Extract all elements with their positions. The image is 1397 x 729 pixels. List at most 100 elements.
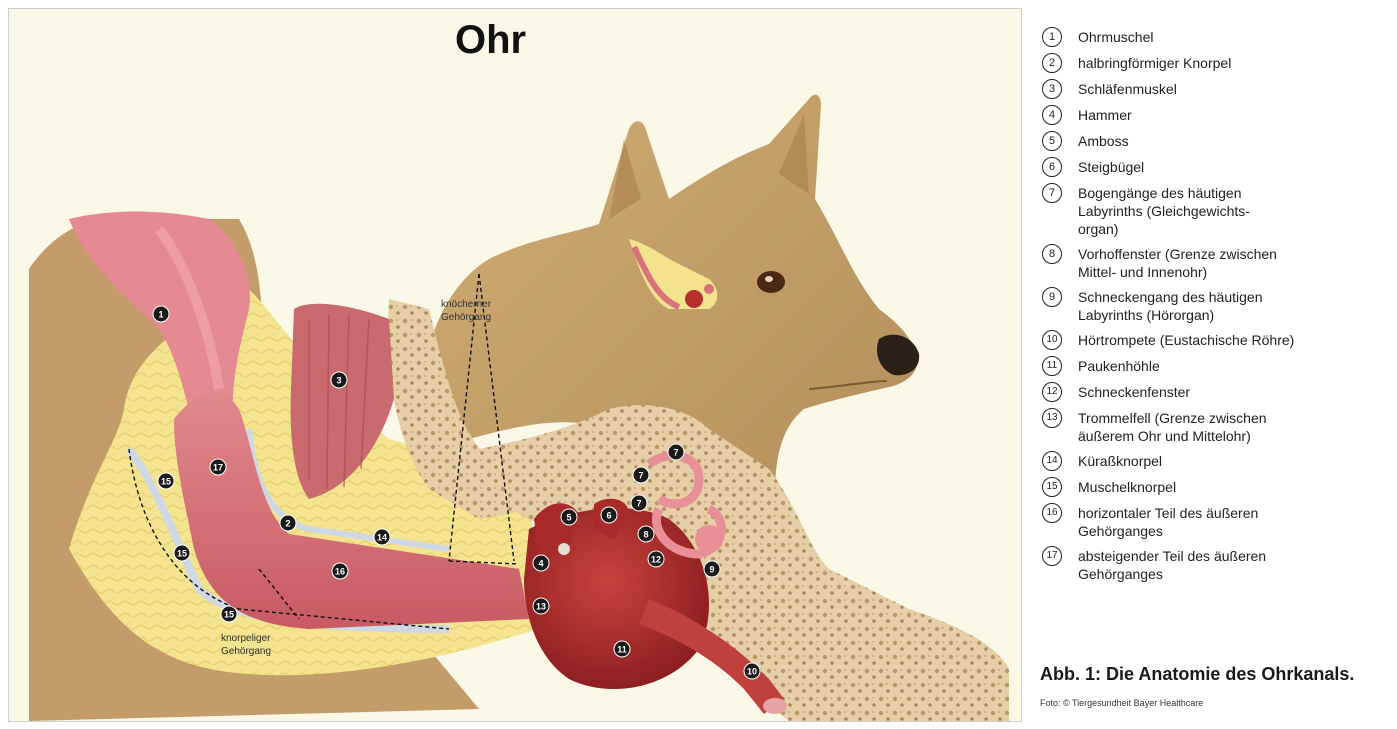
legend-item: 8 Vorhoffenster (Grenze zwischen Mittel- …: [1042, 245, 1392, 281]
marker-11: 11: [614, 641, 630, 657]
legend-number: 10: [1042, 330, 1062, 350]
bony-canal-label-2: Gehörgang: [441, 312, 491, 323]
marker-label: 15: [224, 610, 234, 620]
legend-item: 7 Bogengänge des häutigen Labyrinths (Gle…: [1042, 184, 1392, 238]
marker-16: 16: [332, 563, 348, 579]
photo-credit: Foto: © Tiergesundheit Bayer Healthcare: [1040, 698, 1203, 708]
legend-number: 16: [1042, 503, 1062, 523]
figure-caption: Abb. 1: Die Anatomie des Ohrkanals.: [1040, 664, 1354, 685]
legend-item: 9 Schneckengang des häutigen Labyrinths (…: [1042, 288, 1392, 324]
marker-label: 15: [161, 477, 171, 487]
cartilage-canal-label-1: knorpeliger: [221, 633, 271, 644]
legend-item: 10 Hörtrompete (Eustachische Röhre): [1042, 331, 1392, 350]
legend: 1Ohrmuschel2halbringförmiger Knorpel3Sch…: [1042, 28, 1392, 590]
legend-number: 1: [1042, 27, 1062, 47]
legend-item: 13 Trommelfell (Grenze zwischen äußerem O…: [1042, 409, 1392, 445]
legend-text: Schneckengang des häutigen Labyrinths (H…: [1078, 288, 1262, 324]
legend-text: absteigender Teil des äußeren Gehörgange…: [1078, 547, 1266, 583]
marker-label: 17: [213, 463, 223, 473]
legend-number: 5: [1042, 131, 1062, 151]
marker-7: 7: [668, 444, 684, 460]
legend-item: 15 Muschelknorpel: [1042, 478, 1392, 497]
legend-text: Trommelfell (Grenze zwischen äußerem Ohr…: [1078, 409, 1267, 445]
legend-number: 12: [1042, 382, 1062, 402]
ear-anatomy-illustration: knöcherner Gehörgang knorpeliger Gehörga…: [9, 9, 1021, 721]
legend-text: Vorhoffenster (Grenze zwischen Mittel- u…: [1078, 245, 1277, 281]
legend-item: 11 Paukenhöhle: [1042, 357, 1392, 376]
marker-label: 14: [377, 533, 387, 543]
marker-15: 15: [174, 545, 190, 561]
legend-text: Küraßknorpel: [1078, 452, 1162, 470]
marker-label: 12: [651, 555, 661, 565]
page-title: Ohr: [455, 18, 526, 63]
legend-text: Amboss: [1078, 132, 1129, 150]
marker-10: 10: [744, 663, 760, 679]
marker-label: 11: [617, 645, 627, 655]
legend-text: Hammer: [1078, 106, 1132, 124]
legend-number: 4: [1042, 105, 1062, 125]
legend-number: 9: [1042, 287, 1062, 307]
marker-label: 16: [335, 567, 345, 577]
marker-3: 3: [331, 372, 347, 388]
legend-number: 2: [1042, 53, 1062, 73]
marker-label: 7: [638, 471, 643, 481]
marker-label: 13: [536, 602, 546, 612]
legend-number: 8: [1042, 244, 1062, 264]
legend-item: 12 Schneckenfenster: [1042, 383, 1392, 402]
legend-number: 15: [1042, 477, 1062, 497]
legend-item: 3 Schläfenmuskel: [1042, 80, 1392, 99]
legend-item: 5 Amboss: [1042, 132, 1392, 151]
marker-17: 17: [210, 459, 226, 475]
legend-text: Muschelknorpel: [1078, 478, 1176, 496]
marker-label: 5: [566, 513, 571, 523]
marker-label: 7: [636, 499, 641, 509]
marker-label: 7: [673, 448, 678, 458]
legend-text: Steigbügel: [1078, 158, 1144, 176]
marker-label: 6: [606, 511, 611, 521]
marker-label: 4: [538, 559, 543, 569]
illustration-frame: knöcherner Gehörgang knorpeliger Gehörga…: [8, 8, 1022, 722]
marker-14: 14: [374, 529, 390, 545]
marker-label: 10: [747, 667, 757, 677]
bony-canal-label-1: knöcherner: [441, 299, 492, 310]
marker-label: 3: [336, 376, 341, 386]
marker-9: 9: [704, 561, 720, 577]
legend-number: 17: [1042, 546, 1062, 566]
marker-13: 13: [533, 598, 549, 614]
marker-label: 9: [709, 565, 714, 575]
marker-12: 12: [648, 551, 664, 567]
legend-number: 13: [1042, 408, 1062, 428]
cartilage-canal-label-2: Gehörgang: [221, 646, 271, 657]
marker-15: 15: [158, 473, 174, 489]
legend-item: 16 horizontaler Teil des äußeren Gehörgan…: [1042, 504, 1392, 540]
legend-text: Schläfenmuskel: [1078, 80, 1177, 98]
legend-text: Ohrmuschel: [1078, 28, 1153, 46]
marker-label: 15: [177, 549, 187, 559]
legend-number: 7: [1042, 183, 1062, 203]
marker-label: 8: [643, 530, 648, 540]
marker-label: 1: [158, 310, 163, 320]
legend-item: 1 Ohrmuschel: [1042, 28, 1392, 47]
legend-number: 3: [1042, 79, 1062, 99]
marker-7: 7: [633, 467, 649, 483]
legend-text: Bogengänge des häutigen Labyrinths (Glei…: [1078, 184, 1250, 238]
marker-1: 1: [153, 306, 169, 322]
marker-8: 8: [638, 526, 654, 542]
legend-text: halbringförmiger Knorpel: [1078, 54, 1231, 72]
marker-2: 2: [280, 515, 296, 531]
legend-text: Schneckenfenster: [1078, 383, 1190, 401]
legend-text: Paukenhöhle: [1078, 357, 1160, 375]
marker-label: 2: [285, 519, 290, 529]
legend-number: 6: [1042, 157, 1062, 177]
legend-text: Hörtrompete (Eustachische Röhre): [1078, 331, 1294, 349]
marker-6: 6: [601, 507, 617, 523]
legend-text: horizontaler Teil des äußeren Gehörgange…: [1078, 504, 1258, 540]
marker-4: 4: [533, 555, 549, 571]
legend-number: 11: [1042, 356, 1062, 376]
legend-item: 17 absteigender Teil des äußeren Gehörgan…: [1042, 547, 1392, 583]
legend-item: 2 halbringförmiger Knorpel: [1042, 54, 1392, 73]
marker-15: 15: [221, 606, 237, 622]
marker-7: 7: [631, 495, 647, 511]
legend-item: 6 Steigbügel: [1042, 158, 1392, 177]
